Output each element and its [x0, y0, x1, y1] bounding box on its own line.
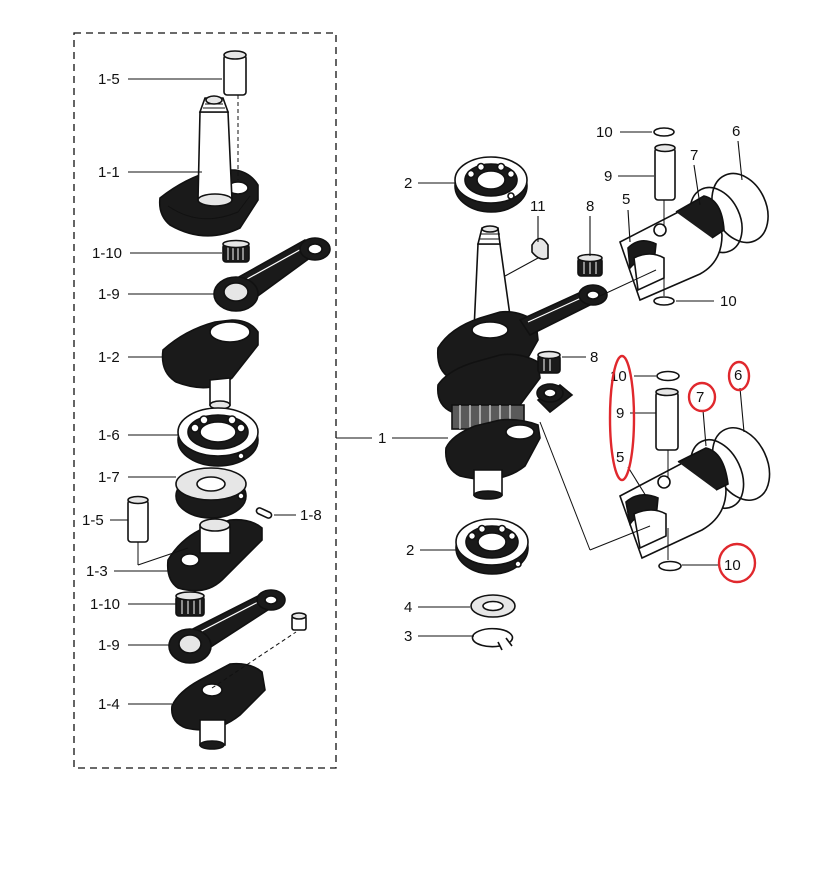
callout-1-3: 1-3 [86, 563, 170, 580]
svg-text:1-8: 1-8 [300, 507, 322, 524]
callout-1-5-bottom: 1-5 [82, 512, 128, 529]
svg-text:1-2: 1-2 [98, 349, 120, 366]
callout-10-d: 10 [682, 557, 741, 574]
svg-text:9: 9 [616, 405, 624, 422]
svg-text:10: 10 [596, 124, 613, 141]
svg-text:1-10: 1-10 [92, 245, 122, 262]
svg-text:3: 3 [404, 628, 412, 645]
callout-1-10-bottom: 1-10 [90, 596, 176, 613]
callout-1-4: 1-4 [98, 696, 172, 713]
svg-text:1-3: 1-3 [86, 563, 108, 580]
svg-text:1-6: 1-6 [98, 427, 120, 444]
connecting-rod-bottom [168, 589, 286, 664]
callout-1-10-top: 1-10 [92, 245, 222, 262]
svg-text:2: 2 [406, 542, 414, 559]
callout-10-b: 10 [676, 293, 737, 310]
svg-text:1-9: 1-9 [98, 637, 120, 654]
ball-bearing-top-right [454, 156, 528, 213]
crank-pin-top [223, 50, 247, 96]
snap-ring [471, 627, 514, 651]
callout-1-8: 1-8 [274, 507, 322, 524]
callout-7-top: 7 [690, 147, 701, 206]
crank-bottom-half [170, 662, 266, 750]
needle-bearing-top [222, 239, 250, 263]
upper-crank-half [158, 95, 259, 237]
svg-text:7: 7 [696, 389, 704, 406]
callout-10-a: 10 [596, 124, 652, 141]
svg-text:5: 5 [622, 191, 630, 208]
svg-text:1-4: 1-4 [98, 696, 120, 713]
connecting-rod-top [213, 237, 331, 312]
woodruff-key [531, 237, 549, 260]
highlight-circle-7 [687, 381, 717, 413]
callout-1-6: 1-6 [98, 427, 178, 444]
callout-1-7: 1-7 [98, 469, 176, 486]
crank-web-middle [161, 319, 259, 410]
dowel-pin [255, 507, 273, 519]
callout-9-top: 9 [604, 168, 654, 185]
assembly-boundary-box [73, 32, 337, 769]
callout-5-bottom: 5 [616, 449, 647, 497]
callout-2-bottom: 2 [406, 542, 456, 559]
callout-6-bottom: 6 [734, 367, 745, 433]
svg-text:9: 9 [604, 168, 612, 185]
svg-text:1-5: 1-5 [98, 71, 120, 88]
svg-text:8: 8 [590, 349, 598, 366]
highlight-circle-6 [727, 360, 751, 392]
ball-bearing-bottom-right [455, 518, 529, 575]
piston-upper [619, 127, 769, 306]
ball-bearing-left [177, 407, 259, 467]
svg-text:5: 5 [616, 449, 624, 466]
callout-1: 1 [336, 430, 448, 447]
small-pin-bottom [291, 612, 307, 631]
svg-text:1-10: 1-10 [90, 596, 120, 613]
needle-bearing-bottom [175, 591, 205, 617]
callout-5-top: 5 [622, 191, 631, 243]
callout-1-1: 1-1 [98, 164, 202, 181]
svg-text:4: 4 [404, 599, 412, 616]
crank-web-lower [166, 518, 263, 592]
callout-1-9-top: 1-9 [98, 286, 214, 303]
highlight-oval-10-9-5 [608, 354, 636, 482]
svg-text:10: 10 [724, 557, 741, 574]
svg-text:1: 1 [378, 430, 386, 447]
crank-pin-bottom [127, 495, 149, 543]
svg-text:6: 6 [734, 367, 742, 384]
piston-lower [619, 370, 771, 572]
callout-1-5-top: 1-5 [98, 71, 222, 88]
thrust-collar [175, 467, 247, 519]
highlight-circle-10 [717, 542, 757, 584]
svg-text:1-5: 1-5 [82, 512, 104, 529]
callout-3: 3 [404, 628, 474, 645]
svg-text:2: 2 [404, 175, 412, 192]
callout-4: 4 [404, 599, 470, 616]
callout-2-top: 2 [404, 175, 456, 192]
svg-text:8: 8 [586, 198, 594, 215]
svg-text:1-7: 1-7 [98, 469, 120, 486]
svg-text:6: 6 [732, 123, 740, 140]
callout-8-mid: 8 [562, 349, 598, 366]
callout-9-bottom: 9 [616, 405, 656, 422]
callout-7-bottom: 7 [696, 389, 707, 447]
svg-text:1-1: 1-1 [98, 164, 120, 181]
washer [470, 594, 516, 618]
svg-text:1-9: 1-9 [98, 286, 120, 303]
callout-8-top: 8 [586, 198, 594, 256]
callout-11: 11 [504, 198, 546, 277]
callout-1-9-bottom: 1-9 [98, 637, 169, 654]
callout-1-2: 1-2 [98, 349, 163, 366]
svg-text:7: 7 [690, 147, 698, 164]
assembled-crankshaft [436, 225, 608, 500]
svg-text:11: 11 [530, 198, 546, 215]
callout-6-top: 6 [732, 123, 743, 181]
svg-text:10: 10 [720, 293, 737, 310]
